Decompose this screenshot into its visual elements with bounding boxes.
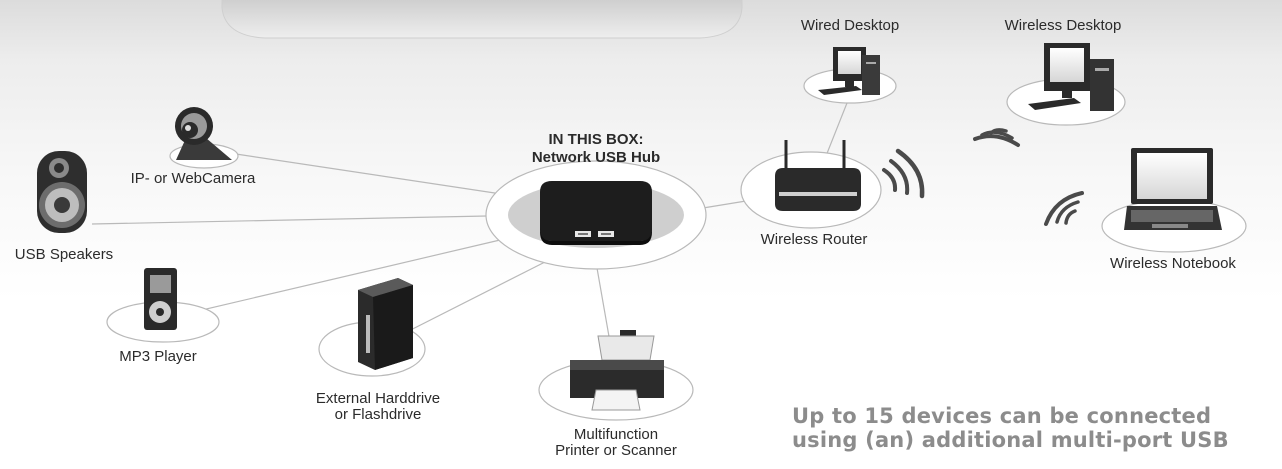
device-pads [106,68,1247,421]
printer-label-line1: Multifunction [573,426,659,443]
wired-desktop-icon [818,47,880,95]
top-device-edge [221,0,743,39]
wireless-desktop-label: Wireless Desktop [1004,17,1122,34]
hub-title: IN THIS BOX: Network USB Hub [532,131,660,167]
link-mp3 [167,239,501,319]
harddrive-label-line2: or Flashdrive [334,406,422,423]
connection-note-line2: using (an) additional multi-port USB [792,428,1229,452]
wireless-desktop-icon [1028,43,1114,111]
printer-icon [570,330,664,411]
ip-camera-label: IP- or WebCamera [130,170,256,187]
wireless-notebook-label: Wireless Notebook [1110,255,1236,272]
wifi-waves-router-icon [882,148,925,199]
webcamera-icon [175,107,232,160]
mp3-player-label: MP3 Player [119,348,197,365]
printer-label-line2: Printer or Scanner [555,442,677,459]
usb-speakers-label: USB Speakers [14,246,114,263]
link-speakers [91,215,488,225]
connection-note-line1: Up to 15 devices can be connected [792,404,1212,428]
hub-title-line1: IN THIS BOX: [548,131,644,148]
wireless-notebook-icon [1124,148,1222,230]
harddrive-icon [358,278,413,370]
usb-hub-device [508,181,684,248]
link-camera [235,153,509,196]
hub-title-line2: Network USB Hub [531,149,661,166]
harddrive-label: External Harddrive or Flashdrive [316,391,440,423]
printer-label: Multifunction Printer or Scanner [555,427,677,459]
wired-desktop-label: Wired Desktop [800,17,900,34]
wifi-waves-desktop-icon [973,128,1020,147]
wireless-router-icon [775,140,861,211]
wifi-waves-notebook-icon [1044,191,1084,226]
wireless-router-label: Wireless Router [760,231,868,248]
mp3-player-icon [144,268,177,330]
connection-note: Up to 15 devices can be connected using … [792,404,1229,452]
link-router [702,200,747,209]
usb-speakers-icon [37,151,87,233]
harddrive-label-line1: External Harddrive [315,390,441,407]
